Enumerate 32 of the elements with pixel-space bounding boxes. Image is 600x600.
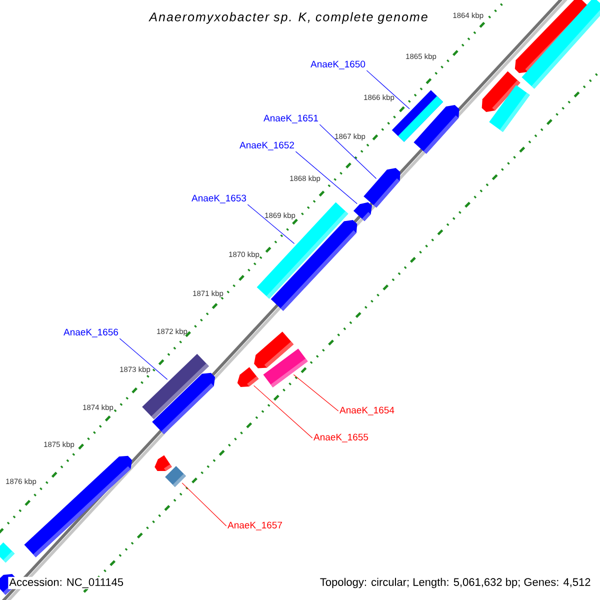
gene-bar [165, 466, 186, 487]
gene-bar [414, 105, 460, 154]
gene-label: AnaeK_1653 [192, 194, 246, 204]
leader-line [254, 385, 313, 438]
gene-bar [489, 85, 530, 132]
gene-label: AnaeK_1655 [314, 434, 368, 442]
gene-bar [24, 456, 132, 558]
leader-line [247, 204, 295, 244]
gene-label: AnaeK_1652 [240, 142, 294, 150]
accession-text: Accession: NC_011145 [8, 576, 125, 590]
gene-label: AnaeK_1650 [310, 60, 366, 70]
leader-line [366, 70, 410, 110]
gene-label: AnaeK_1654 [340, 406, 394, 416]
leader-line [295, 151, 358, 204]
title: Anaeromyxobacter sp. K, complete genome [148, 12, 428, 24]
gene-bar [154, 455, 172, 472]
gene-bar [522, 0, 600, 89]
genome-info-text: Topology: circular; Length: 5,061,632 bp; Genes: 4,512 [318, 576, 592, 590]
gene-bar [152, 372, 216, 434]
leader-line [319, 124, 377, 179]
gene-bar [353, 202, 372, 222]
leader-line [293, 374, 339, 412]
gene-bar [237, 367, 259, 388]
gene-bar [263, 348, 308, 388]
gene-bar [364, 168, 400, 208]
gene-bar [0, 542, 15, 563]
gene-bar [270, 220, 358, 311]
gene-label: AnaeK_1656 [64, 328, 118, 338]
gene-label: AnaeK_1651 [264, 114, 318, 124]
gene-label: AnaeK_1657 [228, 522, 282, 530]
leader-line [182, 482, 227, 526]
leader-line [119, 338, 168, 380]
